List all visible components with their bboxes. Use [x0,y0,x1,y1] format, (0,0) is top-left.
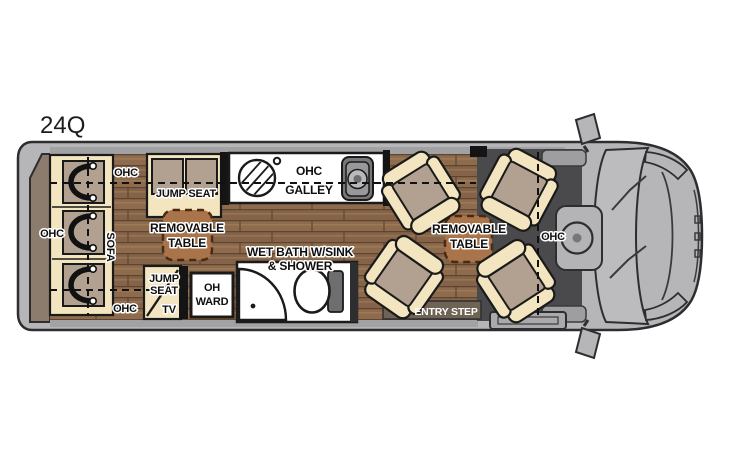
wet-bath [235,260,359,324]
sofa-label: SOFA [104,232,116,261]
removable-table-front [443,214,494,264]
ohc-bottom-label: OHC [113,303,137,315]
dashed-ohc-lines [50,152,539,318]
removable-table-front-label-line1: REMOVABLE [432,222,506,236]
removable-table-rear [161,208,214,262]
ohc-left-label: OHC [40,228,64,240]
side-mirror-bottom-icon [574,319,602,360]
ohc-cab-label: OHC [541,231,565,243]
jump-seat-tv-label-line1: JUMP [149,273,179,285]
entry-step-label: ENTRY STEP [414,306,478,318]
oh-ward-label-line2: WARD [196,296,229,308]
removable-table-rear-label-line1: REMOVABLE [150,221,224,235]
van-cab-art [541,146,701,326]
tv-icon [146,269,179,317]
jump-seat [145,152,229,219]
galley [227,150,390,206]
removable-table-rear-label-line2: TABLE [168,236,206,250]
seatbelt-icon [68,163,95,304]
stove-icon [341,156,374,201]
jump-seat-tv [142,264,188,321]
jump-seat-tv-label-line2: SEAT [150,285,178,297]
galley-label-line2: GALLEY [285,183,333,197]
side-mirror-top-icon [574,112,602,153]
oh-ward-label-line1: OH [204,282,220,294]
galley-label-line1: OHC [296,164,323,178]
toilet-icon [293,268,344,314]
b-pillar [470,146,487,157]
model-label: 24Q [40,112,85,139]
steering-wheel-icon [555,205,603,271]
jump-seat-tv-label-line3: TV [162,304,177,316]
removable-table-front-label-line2: TABLE [450,237,488,251]
wet-bath-label-line2: & SHOWER [268,259,333,273]
shower-icon [237,267,288,322]
wet-bath-label-line1: WET BATH W/SINK [247,245,354,259]
wall-top [50,147,565,156]
rear-doors [29,153,51,323]
ohc-top-label: OHC [114,167,138,179]
sofa [48,153,115,317]
jump-seat-label: JUMP SEAT [156,188,217,200]
oh-ward [189,271,235,319]
